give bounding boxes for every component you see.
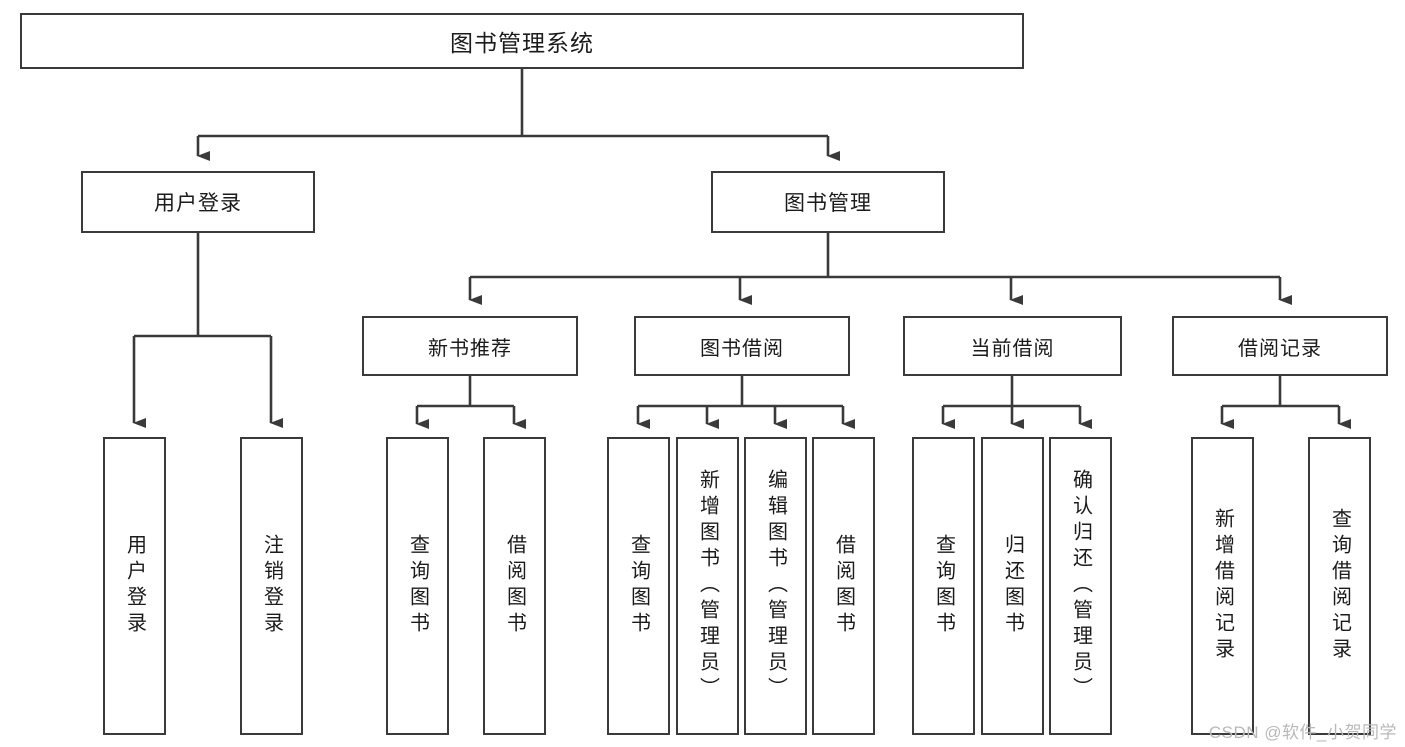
node-label: 图书管理 — [784, 192, 872, 215]
leaf-current-borrow-return-books[interactable]: 归还图书 — [981, 437, 1044, 735]
leaf-book-borrow-borrow-books[interactable]: 借阅图书 — [812, 437, 875, 735]
leaf-new-book-borrow-books[interactable]: 借阅图书 — [483, 437, 546, 735]
node-label: 查询借阅记录 — [1328, 508, 1351, 664]
leaf-new-book-query-books[interactable]: 查询图书 — [386, 437, 449, 735]
node-label: 图书借阅 — [700, 337, 784, 360]
leaf-book-borrow-query-books[interactable]: 查询图书 — [607, 437, 670, 735]
node-root-book-management-system[interactable]: 图书管理系统 — [20, 13, 1024, 69]
node-label: 新书推荐 — [428, 337, 512, 360]
node-book-borrow[interactable]: 图书借阅 — [634, 316, 850, 376]
leaf-current-borrow-confirm-return-admin[interactable]: 确认归还（管理员） — [1049, 437, 1112, 735]
node-label: 编辑图书（管理员） — [764, 469, 787, 703]
node-label: 借阅图书 — [503, 534, 526, 638]
csdn-watermark: CSDN @软件_小贺同学 — [1208, 723, 1397, 742]
node-book-management[interactable]: 图书管理 — [711, 171, 945, 233]
node-label: 查询图书 — [932, 534, 955, 638]
node-label: 新增图书（管理员） — [696, 469, 719, 703]
leaf-borrow-record-add-record[interactable]: 新增借阅记录 — [1191, 437, 1254, 735]
node-label: 确认归还（管理员） — [1069, 469, 1092, 703]
node-label: 借阅记录 — [1238, 337, 1322, 360]
leaf-user-login-logout[interactable]: 注销登录 — [240, 437, 303, 735]
node-new-book-recommend[interactable]: 新书推荐 — [362, 316, 578, 376]
node-label: 借阅图书 — [832, 534, 855, 638]
leaf-user-login-login[interactable]: 用户登录 — [103, 437, 166, 735]
leaf-current-borrow-query-books[interactable]: 查询图书 — [912, 437, 975, 735]
node-label: 用户登录 — [123, 534, 146, 638]
leaf-borrow-record-query-record[interactable]: 查询借阅记录 — [1308, 437, 1371, 735]
node-label: 注销登录 — [260, 534, 283, 638]
node-label: 当前借阅 — [970, 337, 1055, 360]
node-label: 归还图书 — [1001, 534, 1024, 638]
node-borrow-record[interactable]: 借阅记录 — [1172, 316, 1388, 376]
leaf-book-borrow-add-book-admin[interactable]: 新增图书（管理员） — [676, 437, 739, 735]
node-label: 新增借阅记录 — [1211, 508, 1234, 664]
node-label: 图书管理系统 — [450, 30, 594, 56]
leaf-book-borrow-edit-book-admin[interactable]: 编辑图书（管理员） — [744, 437, 807, 735]
node-user-login[interactable]: 用户登录 — [81, 171, 315, 233]
node-label: 查询图书 — [406, 534, 429, 638]
node-label: 查询图书 — [627, 534, 650, 638]
node-label: 用户登录 — [154, 192, 242, 215]
node-current-borrow[interactable]: 当前借阅 — [903, 316, 1122, 376]
